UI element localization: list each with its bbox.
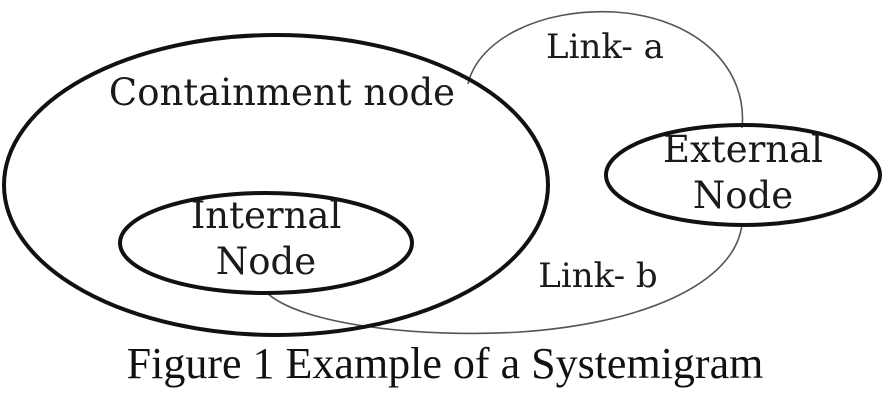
containment-node-ellipse	[2, 33, 550, 337]
link-a-label: Link- a	[546, 27, 664, 67]
external-node-label-line2: Node	[693, 174, 793, 217]
link-a-connector	[467, 10, 744, 129]
internal-node-label-line2: Node	[216, 240, 316, 283]
external-node-ellipse	[604, 123, 882, 227]
external-node-label-line1: External	[663, 128, 823, 171]
link-b-connector	[265, 223, 743, 335]
link-b-label: Link- b	[538, 256, 657, 296]
containment-node-label: Containment node	[109, 71, 455, 114]
internal-node-label-line1: Internal	[191, 194, 342, 237]
figure-caption: Figure 1 Example of a Systemigram	[126, 339, 764, 388]
internal-node-ellipse	[118, 191, 414, 295]
